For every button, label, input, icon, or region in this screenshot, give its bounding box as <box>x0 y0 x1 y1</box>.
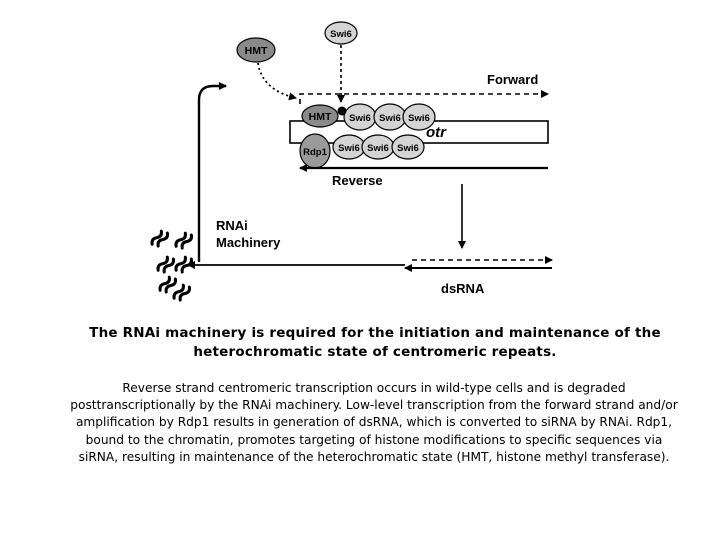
swi6-upper-label: Swi6 <box>379 113 401 124</box>
hmt-recruit-arrow <box>257 62 297 101</box>
swi6-upper-label: Swi6 <box>349 113 371 124</box>
figure-caption-body: Reverse strand centromeric transcription… <box>70 381 678 464</box>
forward-label: Forward <box>487 72 538 87</box>
swi6-lower-row: Swi6 Swi6 Swi6 <box>332 134 425 160</box>
swi6-lower-label: Swi6 <box>338 143 360 154</box>
rnai-label-line1: RNAi <box>216 218 248 233</box>
swi6-lower-label: Swi6 <box>367 143 389 154</box>
swi6-upper-label: Swi6 <box>408 113 430 124</box>
forward-transcript-arrow <box>299 90 549 104</box>
hmt-bound-label: HMT <box>309 111 332 123</box>
swi6-upper-row: Swi6 Swi6 Swi6 <box>343 103 436 131</box>
dsrna-label: dsRNA <box>441 281 485 296</box>
swi6-free-node: Swi6 <box>324 21 358 45</box>
figure-caption-title: The RNAi machinery is required for the i… <box>89 325 661 360</box>
swi6-free-label: Swi6 <box>330 29 352 40</box>
dsrna-duplex <box>404 256 553 272</box>
feedback-loop-arrow <box>197 82 227 262</box>
otr-label: otr <box>426 124 447 141</box>
rnai-label-line2: Machinery <box>216 235 281 250</box>
reverse-label: Reverse <box>332 173 383 188</box>
hmt-free-node: HMT <box>236 37 276 63</box>
rnai-heterochromatin-diagram: HMT Swi6 Forward otr Swi6 Swi6 Swi6 HMT … <box>150 21 553 302</box>
sirna-fragments <box>150 229 194 302</box>
swi6-lower-label: Swi6 <box>397 143 419 154</box>
rdp1-node: Rdp1 <box>299 133 331 169</box>
hmt-free-label: HMT <box>245 45 268 57</box>
rdp1-label: Rdp1 <box>303 147 327 158</box>
hmt-bound-node: HMT <box>301 104 339 128</box>
methyl-mark <box>337 106 347 116</box>
